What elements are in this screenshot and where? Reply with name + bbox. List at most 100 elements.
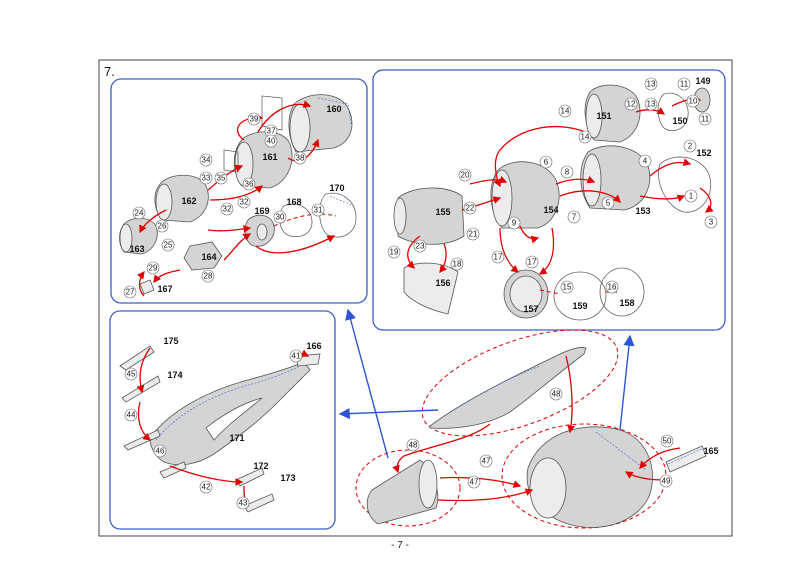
tab-number: 13	[647, 100, 656, 109]
tab-number: 4	[643, 157, 648, 166]
part-number: 175	[163, 336, 178, 346]
part-number: 155	[435, 207, 450, 217]
tab-number-badge	[311, 203, 325, 217]
tab-number-badge	[684, 189, 698, 203]
tab-number: 36	[245, 180, 254, 189]
tab-number: 47	[470, 478, 479, 487]
tab-number: 43	[239, 499, 248, 508]
part-number: 159	[572, 301, 587, 311]
tab-number: 41	[292, 352, 301, 361]
tab-number-badge	[124, 367, 138, 381]
tab-number-badge	[247, 112, 261, 126]
tab-number-badge	[264, 134, 278, 148]
tab-number: 17	[528, 258, 537, 267]
part-number: 172	[253, 461, 268, 471]
tab-number: 37	[267, 127, 276, 136]
part-number: 163	[129, 244, 144, 254]
tab-number-badge	[605, 280, 619, 294]
tab-number: 20	[461, 171, 470, 180]
tab-number-badge	[578, 130, 592, 144]
tab-number: 46	[156, 447, 165, 456]
tab-number: 9	[512, 219, 517, 228]
tab-number-badge	[644, 97, 658, 111]
page-number: - 7 -	[391, 540, 409, 551]
part-number: 150	[672, 116, 687, 126]
top-right-assembly	[393, 84, 712, 321]
tab-number-badge	[601, 196, 615, 210]
tab-number: 5	[606, 199, 611, 208]
tab-number-badge	[237, 195, 251, 209]
tab-number: 32	[223, 205, 232, 214]
part-number: 168	[286, 197, 301, 207]
tab-number-badge	[273, 210, 287, 224]
tab-number: 25	[164, 241, 173, 250]
tab-number-badge	[153, 444, 167, 458]
tab-number: 33	[202, 174, 211, 183]
tab-number-badge	[549, 387, 563, 401]
tab-number: 17	[494, 253, 503, 262]
tab-number: 42	[202, 483, 211, 492]
tab-number: 34	[202, 156, 211, 165]
tab-number: 7	[572, 213, 577, 222]
tab-number-badge	[507, 216, 521, 230]
bottom-left-guides	[136, 347, 310, 508]
part-number: 171	[229, 433, 244, 443]
part-number: 164	[201, 252, 216, 262]
sheet-frame	[98, 59, 733, 537]
tab-number-badge	[123, 285, 137, 299]
tab-number: 35	[217, 174, 226, 183]
top-right-guides	[406, 94, 714, 295]
tab-number-badge	[132, 206, 146, 220]
tab-number: 32	[240, 198, 249, 207]
tab-number-badge	[199, 153, 213, 167]
tab-number-badge	[686, 94, 700, 108]
tab-number: 11	[701, 115, 710, 124]
tab-number-badge	[242, 177, 256, 191]
part-number: 156	[435, 278, 450, 288]
tab-number-badge	[660, 434, 674, 448]
part-number: 152	[696, 148, 711, 158]
part-number: 166	[306, 341, 321, 351]
part-number: 161	[262, 152, 277, 162]
tab-number: 12	[627, 100, 636, 109]
tab-number-badge	[413, 239, 427, 253]
tab-number-badge	[220, 202, 234, 216]
tab-number: 18	[453, 260, 462, 269]
part-number: 151	[596, 111, 611, 121]
tab-number: 15	[563, 283, 572, 292]
tab-number: 48	[552, 390, 561, 399]
tab-number-badge	[289, 349, 303, 363]
tab-number-badge	[558, 104, 572, 118]
tab-number-badge	[491, 250, 505, 264]
tab-number: 44	[127, 411, 136, 420]
bottom-right-guides	[392, 355, 681, 502]
tab-number: 11	[680, 80, 689, 89]
tab-number: 29	[149, 264, 158, 273]
tab-number: 19	[390, 248, 399, 257]
part-number: 158	[619, 298, 634, 308]
tab-number-badge	[236, 496, 250, 510]
tab-number: 49	[662, 477, 671, 486]
tab-number: 14	[561, 107, 570, 116]
part-number: 149	[695, 76, 710, 86]
tab-number: 24	[135, 209, 144, 218]
tab-number-badge	[677, 77, 691, 91]
tab-number-badge	[161, 238, 175, 252]
part-number: 157	[523, 304, 538, 314]
tab-number: 21	[469, 230, 478, 239]
tab-number-badge	[199, 171, 213, 185]
tab-number: 2	[688, 142, 693, 151]
part-number: 162	[181, 196, 196, 206]
tab-number: 22	[466, 204, 475, 213]
tab-number-badge	[659, 474, 673, 488]
part-number: 169	[254, 206, 269, 216]
tab-number: 30	[276, 213, 285, 222]
tab-number: 16	[608, 283, 617, 292]
bottom-right-assembly	[355, 329, 707, 529]
tab-number: 28	[204, 272, 213, 281]
tab-number-badge	[698, 112, 712, 126]
tab-number-badge	[704, 215, 718, 229]
tab-number-badge	[387, 245, 401, 259]
tab-number-badge	[293, 151, 307, 165]
